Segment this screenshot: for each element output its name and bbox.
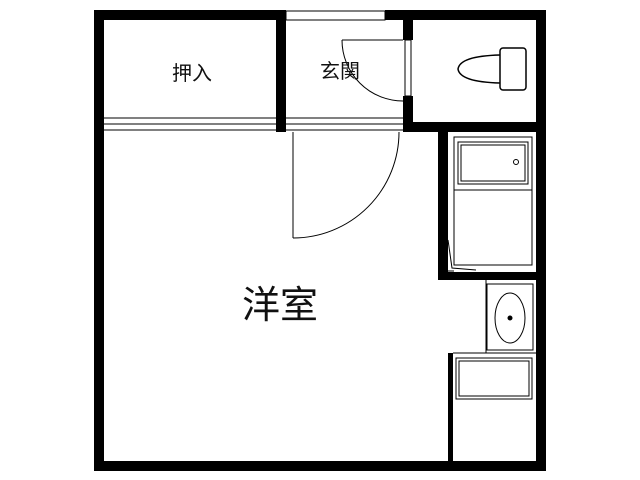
closet-label: 押入 [172,61,212,85]
washbasin-icon [486,283,534,351]
bathtub-icon [453,136,533,266]
entrance-door [341,39,404,102]
western-room-label: 洋室 [242,283,318,327]
entrance-door-frame [285,10,386,21]
entrance-label: 玄関 [320,59,360,83]
kitchen-counter-icon [455,357,533,400]
room-door [292,131,400,239]
interior-walls [276,15,541,461]
bathroom-door [439,204,477,272]
exterior-walls [94,10,546,471]
partition-lines [104,39,536,354]
toilet-icon [457,47,527,91]
